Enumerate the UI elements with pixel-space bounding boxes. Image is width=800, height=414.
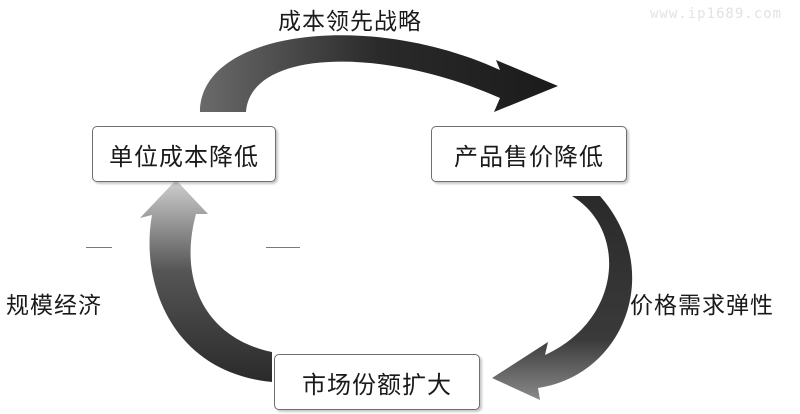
edge-label-left: 规模经济: [6, 293, 102, 319]
node-market-share-label: 市场份额扩大: [302, 370, 452, 399]
edge-label-top: 成本领先战略: [278, 9, 422, 35]
edge-label-right: 价格需求弹性: [630, 293, 774, 319]
node-unit-cost: 单位成本降低: [92, 126, 276, 182]
node-product-price: 产品售价降低: [431, 126, 627, 182]
node-market-share: 市场份额扩大: [274, 354, 480, 410]
arrow-left: [140, 180, 272, 382]
divider-right: [266, 247, 300, 248]
arrow-right: [492, 196, 633, 400]
node-unit-cost-label: 单位成本降低: [109, 142, 259, 171]
arrow-top: [200, 35, 558, 112]
divider-left: [86, 247, 112, 248]
node-product-price-label: 产品售价降低: [454, 142, 604, 171]
watermark: www.ip1689.com: [650, 6, 783, 22]
